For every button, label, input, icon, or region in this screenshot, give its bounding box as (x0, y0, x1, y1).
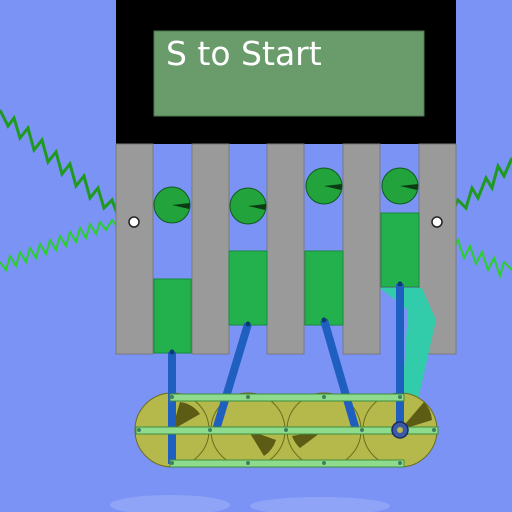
pillar (342, 143, 381, 355)
gauge-dial-icon (229, 187, 267, 225)
axle-bolt-icon (391, 421, 409, 439)
rod-pin (397, 281, 403, 287)
belt-bolts (137, 395, 436, 465)
piston (304, 250, 344, 326)
pillar (191, 143, 230, 355)
spring-icon (0, 109, 136, 223)
piston (380, 212, 420, 288)
ground-blob (250, 497, 390, 512)
rod-pin (169, 349, 175, 355)
connecting-rod (320, 318, 360, 432)
piston (228, 250, 268, 326)
anchor-ring (128, 216, 140, 228)
gauge-dial-icon (381, 167, 419, 205)
belt-bottom (169, 459, 405, 468)
belt-top (169, 393, 405, 402)
rod-pin (245, 321, 251, 327)
ground-blob (110, 495, 230, 512)
gauge-dial-icon (153, 186, 191, 224)
display-screen (153, 30, 425, 117)
sensor-plate (380, 288, 436, 400)
anchor-ring (431, 216, 443, 228)
rod-pin (321, 317, 327, 323)
pillar (115, 143, 154, 355)
pillar (266, 143, 305, 355)
start-prompt: S to Start (166, 34, 322, 73)
connecting-rod (212, 322, 252, 432)
gauge-dial-icon (305, 167, 343, 205)
spring-icon (0, 218, 135, 273)
piston (153, 278, 192, 354)
